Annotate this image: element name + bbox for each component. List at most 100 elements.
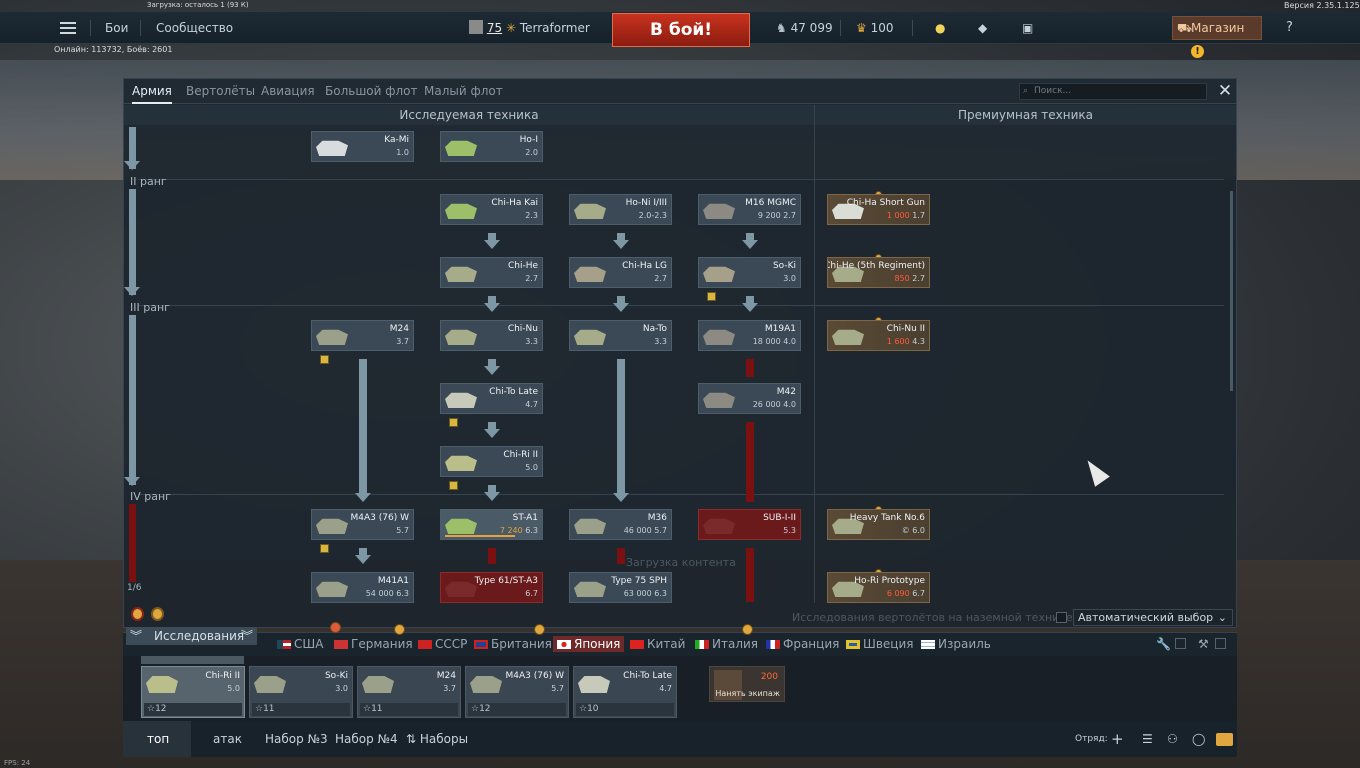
tab-helicopters[interactable]: Вертолёты [186, 84, 256, 98]
double-chevron-icon: ︾ [240, 629, 253, 643]
warbond-icon[interactable]: ◆ [978, 21, 988, 35]
star-icon: ☆ [363, 704, 372, 714]
tank-icon [445, 455, 477, 471]
nation-germany[interactable]: Германия [334, 636, 413, 652]
vehicle-card[interactable]: Chi-Ha Kai 2.3 [440, 194, 543, 225]
vehicle-card[interactable]: M41A1 54 000 6.3 [311, 572, 414, 603]
player-profile[interactable]: 75 ✳ Terraformer [469, 12, 590, 44]
wrench-icon[interactable]: 🔧 [1156, 637, 1171, 651]
vehicle-card[interactable]: Ho-Ni I/III 2.0-2.3 [569, 194, 672, 225]
presets-button[interactable]: ⇅ Наборы [406, 731, 468, 747]
tank-icon [832, 203, 864, 219]
vehicle-card[interactable]: M19A1 18 000 4.0 [698, 320, 801, 351]
list-icon[interactable]: ☰ [1142, 732, 1153, 746]
crown-icon [151, 607, 164, 621]
vehicle-card[interactable]: M24 3.7 [311, 320, 414, 351]
vehicle-card[interactable]: Ho-I 2.0 [440, 131, 543, 162]
nation-italy[interactable]: Италия [695, 636, 758, 652]
silver-balance[interactable]: ♞ 47 099 [776, 12, 833, 44]
battles-menu[interactable]: Бои [105, 21, 129, 35]
crew-slot[interactable]: M24 3.7 ☆11 [357, 666, 461, 718]
close-icon[interactable]: ✕ [1217, 81, 1233, 101]
battlepass-icon[interactable]: ▣ [1022, 21, 1034, 35]
nation-france[interactable]: Франция [766, 636, 839, 652]
helicopter-research-note: Исследования вертолётов на наземной техн… [792, 611, 1073, 624]
player-name: Terraformer [519, 21, 590, 35]
vehicle-card[interactable]: Chi-To Late 4.7 [440, 383, 543, 414]
vehicle-card[interactable]: M36 46 000 5.7 [569, 509, 672, 540]
crew-skill-icon [320, 544, 329, 553]
research-progress [445, 535, 515, 537]
chat-icon[interactable]: ◯ [1192, 732, 1206, 746]
hire-crew-button[interactable]: 200 Нанять экипаж [709, 666, 785, 702]
search-input[interactable]: ⌕ Поиск... [1019, 83, 1207, 100]
tab-coastal-fleet[interactable]: Малый флот [424, 84, 503, 98]
nation-britain[interactable]: Британия [474, 636, 552, 652]
vehicle-card[interactable]: Ka-Mi 1.0 [311, 131, 414, 162]
vehicle-card[interactable]: Type 75 SPH 63 000 6.3 [569, 572, 672, 603]
crew-slot[interactable]: M4A3 (76) W 5.7 ☆12 [465, 666, 569, 718]
filter-checkbox[interactable] [1215, 638, 1226, 649]
premium-vehicle-card[interactable]: Ho-Ri Prototype 6 090 6.7 [827, 572, 930, 603]
nation-ussr[interactable]: СССР [418, 636, 467, 652]
preset-attack[interactable]: атак [213, 732, 242, 746]
crew-slot[interactable]: Chi-Ri II 5.0 ☆12 [141, 666, 245, 718]
plus-icon[interactable]: + [1111, 730, 1124, 748]
vehicle-card[interactable]: So-Ki 3.0 [698, 257, 801, 288]
hire-label: Нанять экипаж [715, 689, 780, 698]
repair-icon[interactable]: ⚒ [1198, 637, 1209, 651]
community-menu[interactable]: Сообщество [156, 21, 234, 35]
filter-checkbox[interactable] [1175, 638, 1186, 649]
auto-select-dropdown[interactable]: Автоматический выбор ⌄ [1073, 609, 1233, 626]
vehicle-card-locked[interactable]: Type 61/ST-A3 6.7 [440, 572, 543, 603]
vehicle-card[interactable]: Chi-Nu 3.3 [440, 320, 543, 351]
loading-status: Загрузка: осталось 1 (93 К) [147, 1, 249, 9]
preset-top[interactable]: топ [147, 732, 170, 746]
premium-vehicle-card[interactable]: Chi-Ha Short Gun 1 000 1.7 [827, 194, 930, 225]
to-battle-button[interactable]: В бой! [612, 13, 750, 47]
tab-army[interactable]: Армия [132, 79, 172, 104]
contacts-icon[interactable]: ⚇ [1167, 732, 1178, 746]
tree-scrollbar[interactable] [1230, 191, 1233, 391]
research-tab[interactable]: ︾ Исследования ︾ [126, 627, 257, 645]
vehicle-card[interactable]: Chi-Ha LG 2.7 [569, 257, 672, 288]
nation-sweden[interactable]: Швеция [846, 636, 913, 652]
preset-4[interactable]: Набор №4 [335, 732, 398, 746]
vehicle-card[interactable]: M16 MGMC 9 200 2.7 [698, 194, 801, 225]
crew-level: 12 [155, 704, 167, 714]
crew-slot[interactable]: Chi-To Late 4.7 ☆10 [573, 666, 677, 718]
preset-3[interactable]: Набор №3 [265, 732, 328, 746]
vehicle-card[interactable]: Chi-Ri II 5.0 [440, 446, 543, 477]
help-icon[interactable]: ? [1286, 20, 1293, 35]
vehicle-card[interactable]: M4A3 (76) W 5.7 [311, 509, 414, 540]
nation-japan[interactable]: Япония [553, 636, 625, 652]
tab-aviation[interactable]: Авиация [261, 84, 315, 98]
premium-vehicle-card[interactable]: Heavy Tank No.6 © 6.0 [827, 509, 930, 540]
vehicle-card[interactable]: Na-To 3.3 [569, 320, 672, 351]
premium-vehicle-card[interactable]: Chi-He (5th Regiment) 850 2.7 [827, 257, 930, 288]
tab-bluewater-fleet[interactable]: Большой флот [325, 84, 418, 98]
lightbulb-icon[interactable]: ● [935, 21, 946, 35]
nation-china[interactable]: Китай [630, 636, 685, 652]
tank-icon [832, 329, 864, 345]
helicopter-research-checkbox[interactable] [1056, 612, 1067, 623]
menu-icon[interactable] [60, 22, 76, 34]
loading-content-text: Загрузка контента [626, 556, 736, 569]
vehicle-card[interactable]: M42 26 000 4.0 [698, 383, 801, 414]
crew-slot[interactable]: So-Ki 3.0 ☆11 [249, 666, 353, 718]
mail-icon[interactable] [1216, 733, 1233, 746]
vehicle-card[interactable]: Chi-He 2.7 [440, 257, 543, 288]
tank-icon [445, 203, 477, 219]
nation-israel[interactable]: Израиль [921, 636, 991, 652]
nation-usa[interactable]: США [277, 636, 323, 652]
premium-vehicle-card[interactable]: Chi-Nu II 1 600 4.3 [827, 320, 930, 351]
shop-button[interactable]: ⛟ Магазин ! [1172, 16, 1262, 58]
category-tabs: Армия Вертолёты Авиация Большой флот Мал… [124, 79, 1236, 104]
vehicle-card-locked[interactable]: SUB-I-II 5.3 [698, 509, 801, 540]
spg-icon [574, 581, 606, 597]
top-bar: Бои Сообщество 75 ✳ Terraformer В бой! ♞… [0, 12, 1360, 58]
nation-alert-icon [394, 624, 405, 635]
gold-balance[interactable]: ♛ 100 [856, 12, 894, 44]
vehicle-card-researching[interactable]: ST-A1 7 240 6.3 [440, 509, 543, 540]
tank-icon [445, 581, 477, 597]
